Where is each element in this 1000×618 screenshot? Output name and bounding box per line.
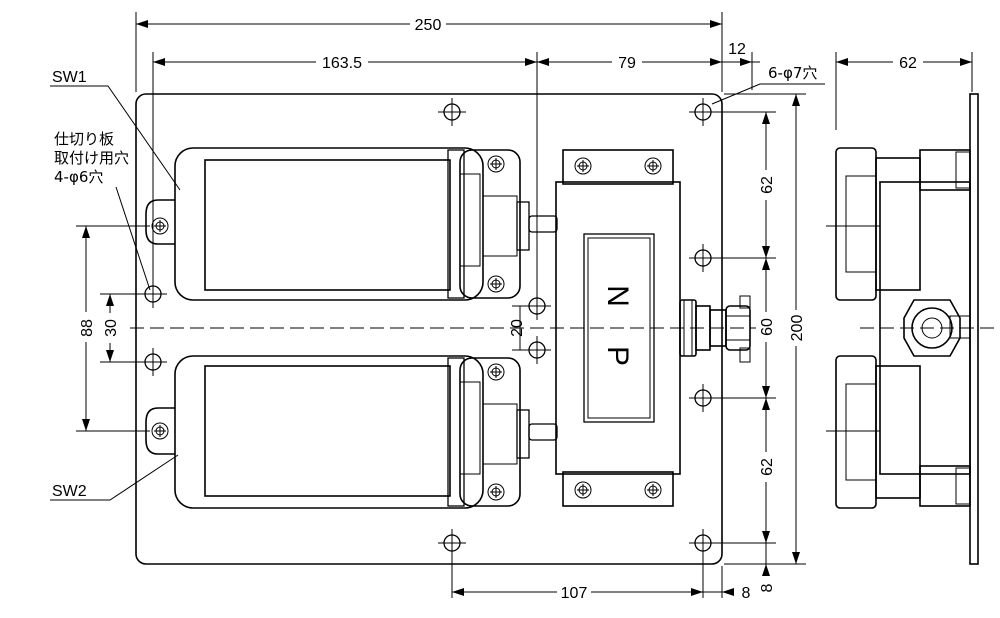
side-view: 62 [826,52,998,565]
box-letter-n: N [601,285,634,307]
dim-right-stack [712,111,776,544]
dim-200 [724,93,806,565]
label-sw2: SW2 [52,483,87,500]
label-250: 250 [415,17,442,34]
dim-107 [451,552,734,602]
label-88: 88 [79,319,96,337]
leader-holes [711,83,825,105]
label-62-lower: 62 [759,458,776,476]
dim-12 [722,52,760,90]
base-plate [135,93,723,565]
leader-partition [115,186,151,291]
label-12: 12 [728,41,746,58]
leader-sw2 [50,454,179,501]
label-8-v: 8 [759,583,776,592]
label-20: 20 [509,319,526,337]
label-30: 30 [103,319,120,337]
label-163-5: 163.5 [322,55,362,72]
dim-250 [135,12,723,92]
label-62-upper: 62 [759,176,776,194]
label-62-side: 62 [899,55,917,72]
label-partition-1: 仕切り板 [54,130,114,148]
cable-gland [679,295,751,363]
switch-sw1 [145,147,558,301]
label-200: 200 [789,315,806,342]
label-holes: 6-φ7穴 [768,64,817,82]
front-view: N P 250 [50,12,825,602]
dim-8-v [762,543,770,576]
dim-20 [512,305,530,351]
label-partition-3: 4-φ6穴 [54,168,103,186]
switch-sw2 [145,355,558,509]
label-partition-2: 取付け用穴 [54,149,129,167]
label-107: 107 [561,585,588,602]
label-sw1: SW1 [52,69,87,86]
junction-box: N P [555,149,681,507]
label-60: 60 [759,318,776,336]
mount-hole [437,97,467,127]
box-letter-p: P [601,346,634,366]
leader-sw1 [50,85,181,191]
dim-163-79 [152,52,722,296]
label-8-h: 8 [742,585,751,602]
label-79: 79 [618,55,636,72]
dim-left [76,225,150,432]
